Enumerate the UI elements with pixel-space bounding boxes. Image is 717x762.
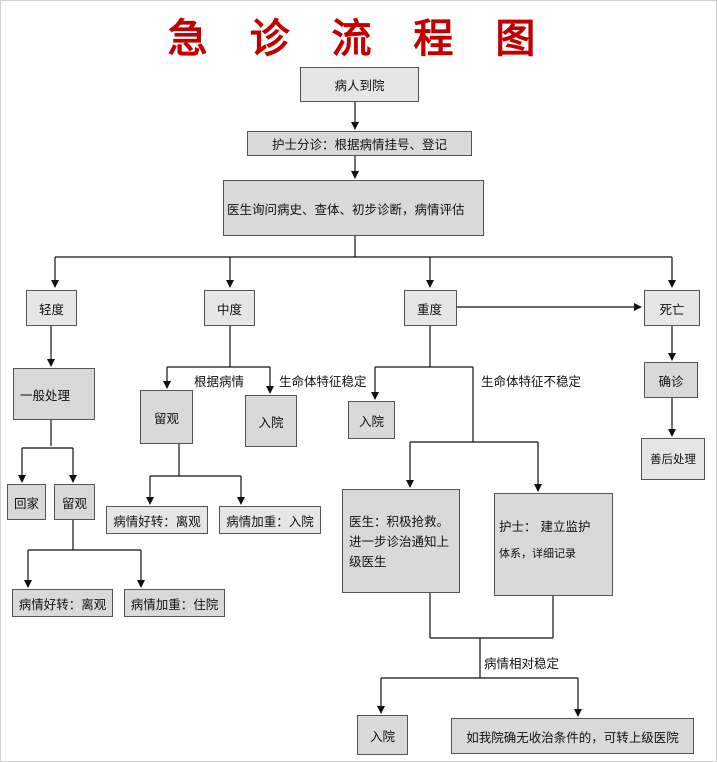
node-doctor-rescue: 医生：积极抢救。进一步诊治通知上级医生 bbox=[342, 489, 460, 593]
node-admit-mod: 入院 bbox=[245, 395, 297, 447]
node-observe-mild: 留观 bbox=[54, 484, 95, 520]
node-transfer: 如我院确无收治条件的，可转上级医院 bbox=[451, 718, 694, 754]
node-doctor-eval: 医生询问病史、查体、初步诊断，病情评估 bbox=[223, 180, 484, 236]
node-arrive: 病人到院 bbox=[300, 67, 419, 102]
node-observe-mild-label: 留观 bbox=[61, 495, 87, 511]
node-nurse-monitor: 护士： 建立监护 体系，详细记录 bbox=[494, 493, 613, 596]
label-relatively-stable: 病情相对稳定 bbox=[484, 656, 560, 671]
node-moderate-label: 中度 bbox=[216, 301, 242, 317]
node-admit-mod-label: 入院 bbox=[258, 414, 284, 430]
node-general-treat-label: 一般处理 bbox=[20, 387, 71, 403]
node-arrive-label: 病人到院 bbox=[334, 78, 385, 93]
node-mild-better-label: 病情好转：离观 bbox=[18, 596, 107, 612]
node-death-label: 死亡 bbox=[659, 301, 685, 317]
node-confirm-label: 确诊 bbox=[658, 373, 684, 389]
node-mild-worse: 病情加重：住院 bbox=[124, 589, 225, 617]
label-vitals-unstable: 生命体特征不稳定 bbox=[481, 374, 582, 389]
label-vitals-stable: 生命体特征稳定 bbox=[279, 374, 367, 389]
node-admit-severe: 入院 bbox=[348, 401, 395, 439]
node-observe-mod: 留观 bbox=[140, 390, 193, 444]
node-admit-final: 入院 bbox=[357, 715, 408, 755]
node-go-home-label: 回家 bbox=[13, 495, 39, 511]
node-mod-worse: 病情加重：入院 bbox=[219, 506, 321, 534]
node-moderate: 中度 bbox=[204, 290, 255, 326]
node-mild-better: 病情好转：离观 bbox=[12, 589, 113, 617]
node-severe-label: 重度 bbox=[417, 301, 443, 317]
node-doctor-rescue-label: 医生：积极抢救。进一步诊治通知上级医生 bbox=[349, 514, 450, 569]
label-by-condition: 根据病情 bbox=[194, 374, 245, 389]
node-general-treat: 一般处理 bbox=[13, 368, 95, 420]
node-aftercare-label: 善后处理 bbox=[650, 452, 696, 466]
node-mod-better-label: 病情好转：离观 bbox=[113, 513, 201, 529]
node-severe: 重度 bbox=[404, 290, 457, 326]
node-triage: 护士分诊：根据病情挂号、登记 bbox=[247, 131, 472, 156]
node-transfer-label: 如我院确无收治条件的，可转上级医院 bbox=[466, 729, 679, 745]
node-mod-worse-label: 病情加重：入院 bbox=[226, 513, 314, 529]
node-confirm: 确诊 bbox=[644, 362, 698, 398]
node-mild-worse-label: 病情加重：住院 bbox=[130, 596, 219, 612]
node-nurse-monitor-line2: 体系，详细记录 bbox=[499, 547, 576, 560]
node-admit-severe-label: 入院 bbox=[358, 413, 384, 429]
node-admit-final-label: 入院 bbox=[369, 728, 395, 744]
node-observe-mod-label: 留观 bbox=[153, 410, 179, 426]
node-nurse-monitor-line1: 护士： 建立监护 bbox=[499, 519, 591, 534]
page-title: 急 诊 流 程 图 bbox=[167, 15, 550, 62]
node-mild: 轻度 bbox=[26, 290, 77, 326]
node-mod-better: 病情好转：离观 bbox=[106, 506, 208, 534]
node-triage-label: 护士分诊：根据病情挂号、登记 bbox=[271, 137, 447, 152]
node-death: 死亡 bbox=[644, 290, 700, 326]
node-aftercare: 善后处理 bbox=[641, 438, 705, 480]
node-go-home: 回家 bbox=[7, 484, 46, 520]
node-doctor-eval-label: 医生询问病史、查体、初步诊断，病情评估 bbox=[227, 201, 465, 217]
node-mild-label: 轻度 bbox=[38, 301, 64, 317]
